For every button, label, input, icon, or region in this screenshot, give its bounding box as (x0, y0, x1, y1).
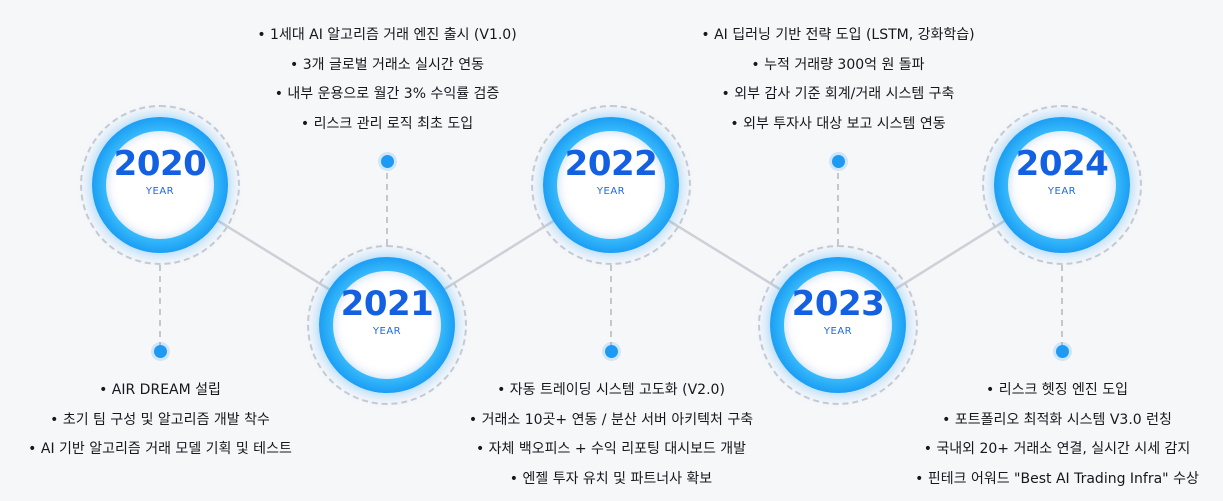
milestone-item: 거래소 10곳+ 연동 / 분산 서버 아키텍처 구축 (421, 406, 801, 436)
year-caption: YEAR (823, 326, 853, 337)
leader-dot-2022 (605, 345, 618, 358)
milestone-item: 외부 투자사 대상 보고 시스템 연동 (658, 110, 1018, 140)
milestone-item: 리스크 헷징 엔진 도입 (893, 376, 1221, 406)
year-label: 2023 (791, 284, 885, 324)
milestone-item: 내부 운용으로 월간 3% 수익률 검증 (212, 80, 562, 110)
milestone-item: 자동 트레이딩 시스템 고도화 (V2.0) (421, 376, 801, 406)
leader-dot-2021 (381, 155, 394, 168)
milestone-item: AI 딥러닝 기반 전략 도입 (LSTM, 강화학습) (658, 21, 1018, 51)
year-node-2023: 2023 YEAR (758, 245, 918, 405)
milestone-item: 포트폴리오 최적화 시스템 V3.0 런칭 (893, 406, 1221, 436)
year-node-2020: 2020 YEAR (80, 105, 240, 265)
year-label: 2021 (340, 284, 434, 324)
leader-dot-2020 (154, 345, 167, 358)
year-node-2021: 2021 YEAR (307, 245, 467, 405)
year-node-2024: 2024 YEAR (982, 105, 1142, 265)
leader-dot-2023 (832, 155, 845, 168)
milestone-item: AIR DREAM 설립 (0, 376, 320, 406)
milestone-item: 초기 팀 구성 및 알고리즘 개발 착수 (0, 406, 320, 436)
milestone-item: 리스크 관리 로직 최초 도입 (212, 110, 562, 140)
leader-dot-2024 (1056, 345, 1069, 358)
year-caption: YEAR (1047, 186, 1077, 197)
milestone-item: 핀테크 어워드 "Best AI Trading Infra" 수상 (893, 465, 1221, 495)
year-label: 2020 (113, 144, 207, 184)
milestone-list-2023: AI 딥러닝 기반 전략 도입 (LSTM, 강화학습) 누적 거래량 300억… (658, 21, 1018, 139)
year-label: 2024 (1015, 144, 1109, 184)
year-caption: YEAR (145, 186, 175, 197)
milestone-item: 엔젤 투자 유치 및 파트너사 확보 (421, 465, 801, 495)
milestone-item: 외부 감사 기준 회계/거래 시스템 구축 (658, 80, 1018, 110)
milestone-list-2020: AIR DREAM 설립 초기 팀 구성 및 알고리즘 개발 착수 AI 기반 … (0, 376, 320, 465)
milestone-list-2022: 자동 트레이딩 시스템 고도화 (V2.0) 거래소 10곳+ 연동 / 분산 … (421, 376, 801, 494)
year-node-2022: 2022 YEAR (531, 105, 691, 265)
year-label: 2022 (564, 144, 658, 184)
milestone-item: 1세대 AI 알고리즘 거래 엔진 출시 (V1.0) (212, 21, 562, 51)
milestone-item: 국내외 20+ 거래소 연결, 실시간 시세 감지 (893, 435, 1221, 465)
year-caption: YEAR (372, 326, 402, 337)
year-caption: YEAR (596, 186, 626, 197)
milestone-list-2021: 1세대 AI 알고리즘 거래 엔진 출시 (V1.0) 3개 글로벌 거래소 실… (212, 21, 562, 139)
milestone-item: 누적 거래량 300억 원 돌파 (658, 51, 1018, 81)
milestone-item: 3개 글로벌 거래소 실시간 연동 (212, 51, 562, 81)
milestone-list-2024: 리스크 헷징 엔진 도입 포트폴리오 최적화 시스템 V3.0 런칭 국내외 2… (893, 376, 1221, 494)
milestone-item: AI 기반 알고리즘 거래 모델 기획 및 테스트 (0, 435, 320, 465)
milestone-item: 자체 백오피스 + 수익 리포팅 대시보드 개발 (421, 435, 801, 465)
